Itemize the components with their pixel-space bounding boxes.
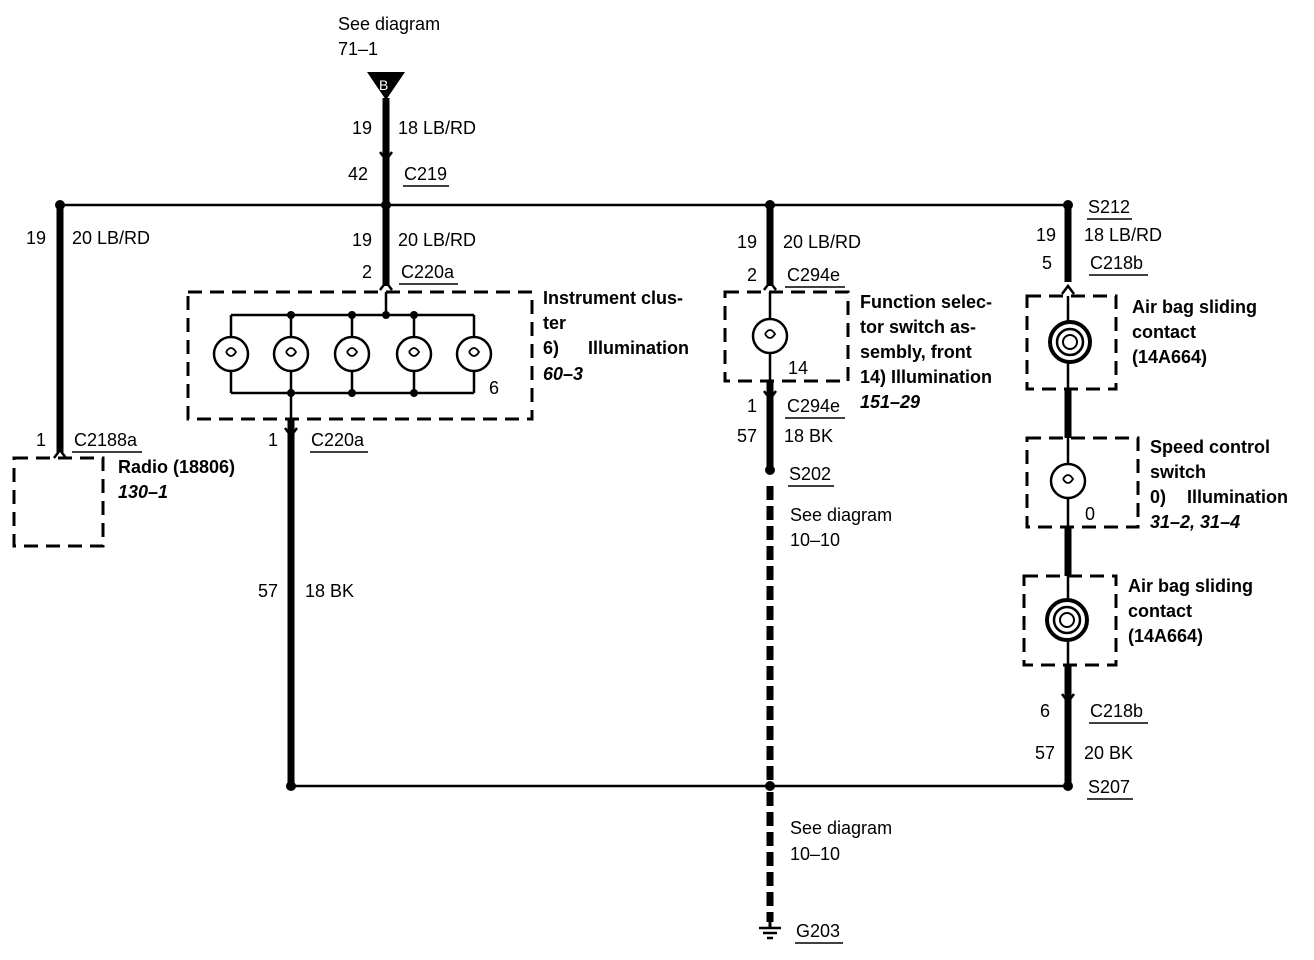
splice-s202-dot — [765, 465, 775, 475]
top-see-diagram: See diagram — [338, 14, 440, 34]
function-name-3: sembly, front — [860, 342, 972, 362]
function-wire-top: 20 LB/RD — [783, 232, 861, 252]
feed-arrow-icon — [379, 151, 393, 163]
right-conn-pin-bottom: 6 — [1040, 701, 1050, 721]
speed-ref: 31–2, 31–4 — [1150, 512, 1240, 532]
right-wire-top: 18 LB/RD — [1084, 225, 1162, 245]
bulb-icon — [1049, 462, 1087, 500]
bulb-icon — [395, 335, 433, 373]
function-connector-bottom: C294e — [787, 396, 840, 416]
bulb-icon — [751, 317, 789, 355]
airbag1-line3: (14A664) — [1132, 347, 1207, 367]
right-arrow-icon — [1061, 283, 1075, 295]
splice-s212: S212 — [1088, 197, 1130, 217]
splice-s207: S207 — [1088, 777, 1130, 797]
cluster-ref: 60–3 — [543, 364, 583, 384]
function-pin-top: 19 — [737, 232, 757, 252]
right-connector-bottom: C218b — [1090, 701, 1143, 721]
function-connector-top: C294e — [787, 265, 840, 285]
instrument-cluster-box — [186, 290, 534, 421]
function-func: 14) Illumination — [860, 367, 992, 387]
airbag-clockspring-icon — [1045, 598, 1089, 642]
function-bulb-pin: 14 — [788, 358, 808, 378]
speed-func-label: Illumination — [1187, 487, 1288, 507]
function-ref: 151–29 — [860, 392, 920, 412]
radio-ref: 130–1 — [118, 482, 168, 502]
feed-pin-19: 19 — [352, 118, 372, 138]
cluster-ground-wire-label: 18 BK — [305, 581, 354, 601]
function-name-2: tor switch as- — [860, 317, 976, 337]
splice-s202: S202 — [789, 464, 831, 484]
connector-b-letter: B — [379, 77, 388, 93]
right-ground-arrow-icon — [1061, 693, 1075, 705]
radio-pin: 19 — [26, 228, 46, 248]
radio-conn-pin: 1 — [36, 430, 46, 450]
splice-s207-dot — [1063, 781, 1073, 791]
cluster-func-label: Illumination — [588, 338, 689, 358]
function-arrow-icon — [763, 279, 777, 291]
cluster-name-2: ter — [543, 313, 566, 333]
radio-box — [12, 456, 105, 548]
feed-wire-label: 18 LB/RD — [398, 118, 476, 138]
airbag1-line1: Air bag sliding — [1132, 297, 1257, 317]
airbag1-line2: contact — [1132, 322, 1196, 342]
cluster-func: 6) — [543, 338, 559, 358]
junction-dot — [765, 781, 775, 791]
cluster-bulb-pin: 6 — [489, 378, 499, 398]
function-see-diagram: See diagram — [790, 505, 892, 525]
airbag2-line2: contact — [1128, 601, 1192, 621]
bulb-icon — [455, 335, 493, 373]
function-ground-arrow-icon — [763, 390, 777, 402]
right-ground-wire-label: 20 BK — [1084, 743, 1133, 763]
cluster-arrow-icon — [379, 279, 393, 291]
cluster-conn-pin-top: 2 — [362, 262, 372, 282]
right-pin-top: 19 — [1036, 225, 1056, 245]
right-ground-pin: 57 — [1035, 743, 1055, 763]
function-ground-wire-label: 18 BK — [784, 426, 833, 446]
airbag2-line3: (14A664) — [1128, 626, 1203, 646]
ground-icon — [759, 918, 781, 940]
cluster-ground-arrow-icon — [284, 427, 298, 439]
radio-name: Radio (18806) — [118, 457, 235, 477]
speed-func: 0) — [1150, 487, 1166, 507]
function-name-1: Function selec- — [860, 292, 992, 312]
bottom-see-diagram: See diagram — [790, 818, 892, 838]
cluster-connector-top: C220a — [401, 262, 455, 282]
speed-bulb-pin: 0 — [1085, 504, 1095, 524]
radio-connector: C2188a — [74, 430, 138, 450]
connector-b-icon — [367, 72, 405, 100]
function-conn-pin-top: 2 — [747, 265, 757, 285]
c219-label: C219 — [404, 164, 447, 184]
function-ground-pin: 57 — [737, 426, 757, 446]
top-diagram-ref: 71–1 — [338, 39, 378, 59]
function-see-ref: 10–10 — [790, 530, 840, 550]
right-connector-top: C218b — [1090, 253, 1143, 273]
radio-arrow-icon — [53, 447, 67, 459]
speed-line2: switch — [1150, 462, 1206, 482]
bottom-see-ref: 10–10 — [790, 844, 840, 864]
cluster-pin-top: 19 — [352, 230, 372, 250]
radio-wire-label: 20 LB/RD — [72, 228, 150, 248]
bulb-icon — [333, 335, 371, 373]
speed-line1: Speed control — [1150, 437, 1270, 457]
feed-pin-42: 42 — [348, 164, 368, 184]
airbag-clockspring-icon — [1048, 320, 1092, 364]
cluster-connector-bottom: C220a — [311, 430, 365, 450]
function-conn-pin-bottom: 1 — [747, 396, 757, 416]
bulb-icon — [272, 335, 310, 373]
cluster-conn-pin-bottom: 1 — [268, 430, 278, 450]
cluster-ground-pin: 57 — [258, 581, 278, 601]
bulb-icon — [212, 335, 250, 373]
junction-dot — [286, 781, 296, 791]
ground-g203: G203 — [796, 921, 840, 941]
speed-control-box — [1025, 436, 1140, 529]
cluster-name-1: Instrument clus- — [543, 288, 683, 308]
function-selector-box — [723, 290, 850, 383]
cluster-wire-top: 20 LB/RD — [398, 230, 476, 250]
right-conn-pin-top: 5 — [1042, 253, 1052, 273]
airbag2-line1: Air bag sliding — [1128, 576, 1253, 596]
